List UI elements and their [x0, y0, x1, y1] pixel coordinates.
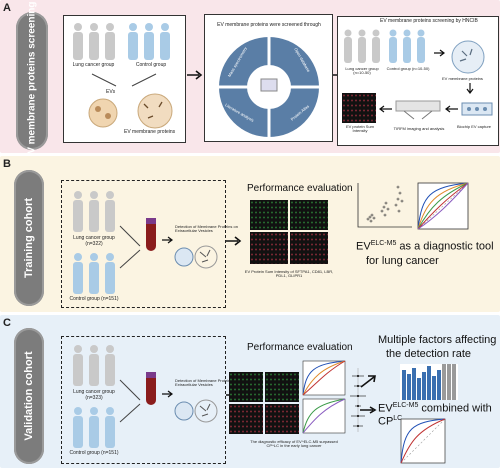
sample-tube-arrows	[119, 379, 141, 423]
sample-tube-arrows	[119, 225, 141, 269]
microscopy-image-2	[265, 372, 299, 402]
diagnostic-tool-sup: ELC-M5	[370, 240, 397, 247]
lung-group-n-label: Lung cancer group (n=322)	[73, 235, 115, 247]
detection-label: Detection of Membrane Proteins on Extrac…	[175, 378, 238, 388]
panel-c-side-title: Validation cohort	[14, 328, 44, 464]
ev-detection-icon	[174, 245, 218, 269]
lung-cancer-figures	[344, 29, 380, 63]
ev-detection-icon	[174, 399, 218, 423]
ev-vesicle-icon	[88, 98, 118, 128]
blood-tube-icon	[146, 218, 156, 251]
lung-cancer-group-figures	[69, 22, 119, 67]
microscopy-image-4	[290, 232, 328, 264]
lung-cancer-figures	[73, 345, 115, 386]
membrane-protein-icon	[137, 93, 173, 129]
ev-membrane-proteins-label-2: EV membrane proteins	[442, 76, 483, 81]
merge-arrows	[91, 73, 157, 87]
biochip-label: Biochip EV capture	[456, 124, 492, 129]
biochip-icon	[461, 102, 493, 116]
evs-label: EVs	[106, 89, 116, 95]
roc-curve-plot	[302, 398, 346, 434]
microscopy-image-3	[250, 232, 288, 264]
factors-line1: Multiple factors affecting	[378, 334, 497, 346]
arrow-down-icon	[466, 83, 474, 94]
combined-sup2: LC	[393, 414, 403, 422]
panel-c-letter: C	[3, 317, 11, 329]
microscopy-image-3	[229, 404, 263, 434]
screened-through-label: EV membrane proteins were screened throu…	[217, 22, 321, 28]
arrow-right-icon	[162, 390, 173, 398]
control-figures	[389, 29, 425, 63]
tirfm-icon	[395, 100, 441, 120]
hncib-title: EV membrane proteins screening by HNCIB	[380, 18, 478, 24]
diagnostic-tool-line2: for lung cancer	[366, 255, 439, 267]
lung-group-n-label: Lung cancer group (n=323)	[73, 389, 115, 401]
arrow-left-icon	[379, 105, 392, 113]
arrow-up-right-icon	[360, 375, 376, 388]
combined-mid: combined with CP	[378, 402, 492, 428]
detection-rate-bar-chart	[400, 364, 458, 400]
arrow-left-icon	[445, 105, 458, 113]
human-figures-blue	[128, 23, 170, 60]
human-figures-grey	[73, 23, 115, 60]
panel-b-cohort-box	[61, 180, 226, 308]
arrow-right-icon	[187, 70, 203, 80]
arrow-right-icon	[162, 236, 173, 244]
control-group-n-label: Control group (n=151)	[69, 296, 119, 302]
lung-cancer-group-label: Lung cancer group	[72, 62, 115, 68]
control-figures	[73, 407, 115, 448]
roc-curve-plot	[417, 182, 469, 230]
diagnostic-tool-prefix: EV	[356, 240, 371, 253]
ev-membrane-proteins-label: EV membrane proteins	[124, 129, 176, 135]
control-group-figures	[124, 22, 174, 67]
microscopy-image-4	[265, 404, 299, 434]
ev-icon	[451, 40, 485, 74]
arrow-right-icon	[360, 406, 377, 414]
panel-a-letter: A	[3, 2, 11, 14]
lung-cancer-figures	[73, 191, 115, 232]
tirfm-label: TIRFM imaging and analysis	[393, 126, 445, 131]
diagnostic-tool-text: EVELC-M5 as a diagnostic tool	[356, 240, 494, 253]
ev-sum-intensity-image	[342, 93, 376, 123]
screening-methods-wheel	[219, 37, 319, 137]
combined-sup: ELC-M5	[392, 402, 419, 409]
panel-a-hncib-box: EV membrane proteins screening by HNCIB …	[337, 16, 499, 146]
panel-c-cohort-box	[61, 336, 226, 464]
lung-group-n-label: Lung cancer group (n=10-50)	[345, 66, 379, 76]
scatter-dot-plot	[357, 183, 412, 228]
arrow-right-icon	[226, 236, 242, 246]
sum-intensity-label: EV Protein Sum Intensity of SFTPA1, CD81…	[244, 269, 334, 279]
roc-curve-plot	[302, 360, 346, 396]
microscopy-image-1	[229, 372, 263, 402]
combined-with-text: EVELC-M5 combined with CPLC	[378, 402, 500, 427]
control-group-n-label: Control group (n=10-50)	[386, 66, 430, 71]
control-group-n-label: Control group (n=151)	[69, 450, 119, 456]
forest-plot	[350, 368, 366, 432]
panel-b-letter: B	[3, 158, 11, 170]
panel-a-screening-box: EV membrane proteins were screened throu…	[204, 14, 333, 142]
control-figures	[73, 253, 115, 294]
diagnostic-tool-suffix: as a diagnostic tool	[396, 240, 494, 253]
combined-roc-curve	[400, 418, 446, 464]
panel-a-side-title: EV membrane proteins screening	[16, 2, 48, 160]
arrow-right-icon	[434, 49, 445, 57]
performance-evaluation-title: Performance evaluation	[247, 342, 353, 353]
performance-evaluation-title: Performance evaluation	[247, 183, 353, 194]
blood-tube-icon	[146, 372, 156, 405]
combined-prefix: EV	[378, 402, 393, 415]
microscopy-image-2	[290, 200, 328, 230]
detection-label: Detection of Membrane Proteins on Extrac…	[175, 224, 238, 234]
control-group-label: Control group	[135, 62, 167, 68]
ev-protein-sum-intensity-label: EV protein Sum Intensity	[345, 124, 374, 134]
microscopy-image-1	[250, 200, 288, 230]
efficacy-caption: The diagnostic efficacy of EV^ELC-M5 sur…	[250, 439, 338, 449]
panel-a-groups-box: Lung cancer group Control group EVs EV m…	[63, 15, 186, 143]
factors-line2: the detection rate	[386, 348, 472, 360]
panel-b-side-title: Training cohort	[14, 170, 44, 306]
